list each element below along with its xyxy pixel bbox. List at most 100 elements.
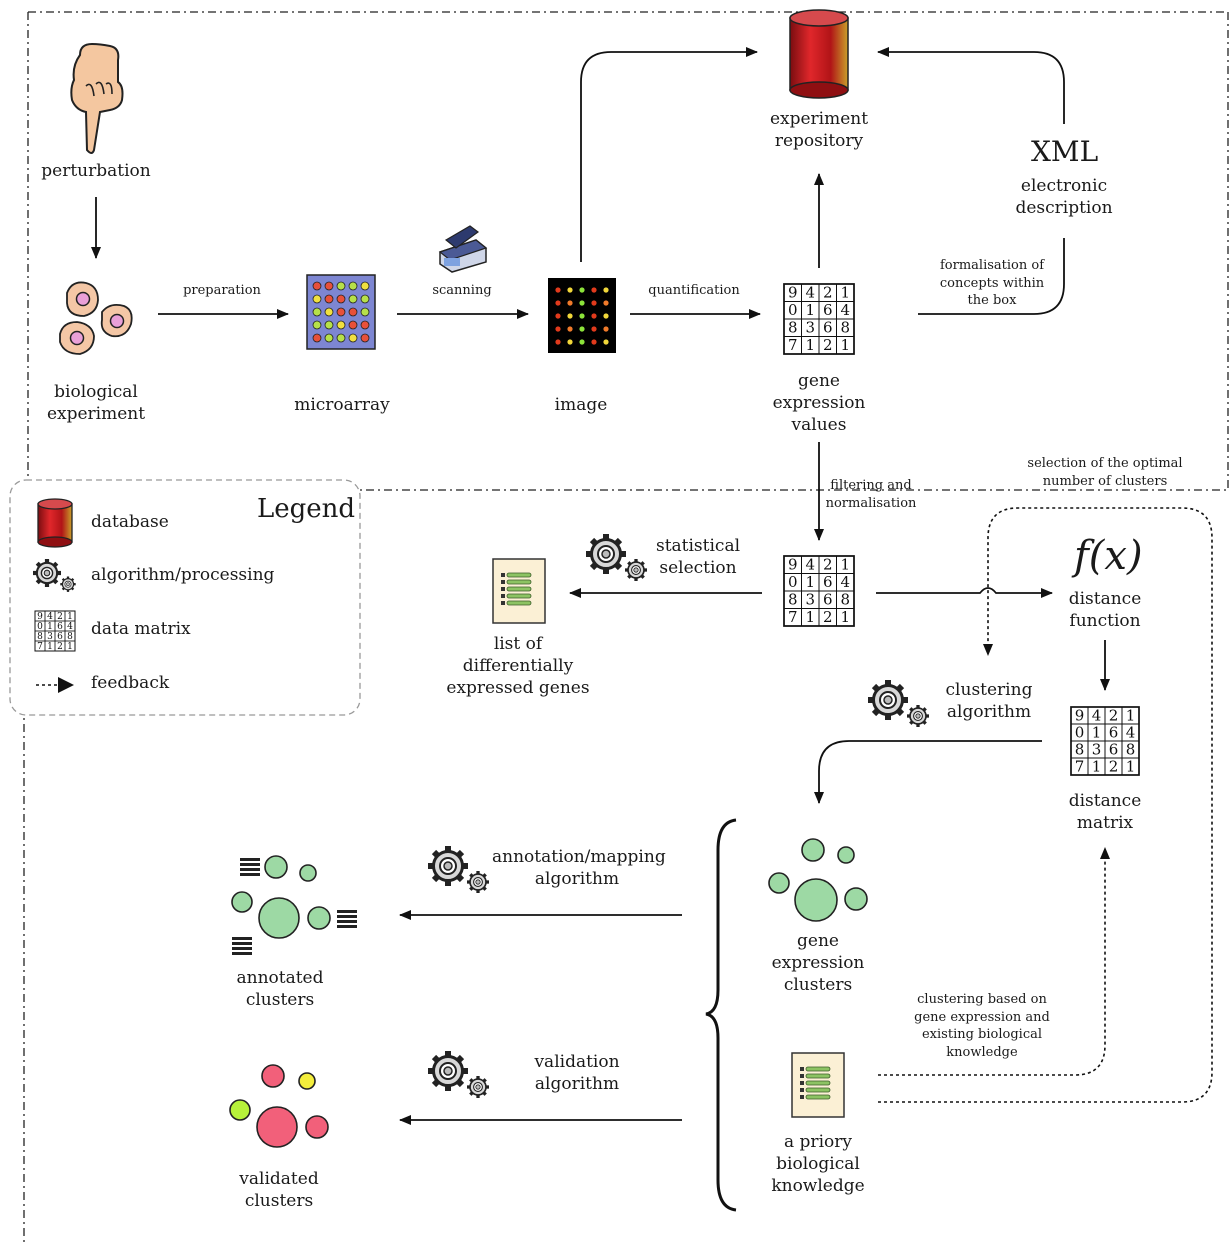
- matrix-cell-value: 1: [67, 612, 73, 622]
- matrix-cell-value: 1: [47, 642, 53, 652]
- matrix-cell-value: 8: [788, 319, 798, 337]
- matrix-cell-value: 8: [840, 591, 850, 609]
- matrix-cell-value: 2: [823, 284, 833, 302]
- perturbation-label: perturbation: [41, 161, 151, 181]
- matrix-cell-value: 8: [1075, 740, 1085, 758]
- matrix-cell-value: 6: [57, 622, 63, 632]
- gene-expression-clusters-icon: [768, 838, 868, 922]
- matrix-cell-value: 4: [1126, 723, 1136, 741]
- matrix-cell-value: 9: [37, 612, 43, 622]
- clustering-based-label: clustering based on gene expression and …: [914, 992, 1050, 1060]
- matrix-cell-value: 9: [788, 284, 798, 302]
- flow-arrows: [91, 47, 1110, 1125]
- matrix-cell-value: 8: [67, 632, 73, 642]
- legend-database-label: database: [91, 512, 169, 532]
- gene-list-label: list of differentially expressed genes: [446, 634, 590, 699]
- matrix-cell-value: 6: [57, 632, 63, 642]
- gene-expression-values-label: gene expression values: [772, 371, 866, 436]
- matrix-cell-value: 8: [37, 632, 43, 642]
- annotated-clusters-icon: [231, 855, 357, 955]
- matrix-cell-value: 1: [1092, 723, 1102, 741]
- matrix-cell-value: 4: [1092, 706, 1102, 724]
- upper-region-border: [23, 11, 1229, 1245]
- matrix-cell-value: 7: [37, 642, 43, 652]
- microarray-label: microarray: [294, 395, 390, 415]
- distance-function-symbol: f(x): [1074, 533, 1143, 579]
- matrix-cell-value: 4: [805, 284, 815, 302]
- legend-algorithm-label: algorithm/processing: [91, 565, 275, 585]
- matrix-cell-value: 1: [805, 336, 815, 354]
- electronic-description-label: electronic description: [1015, 176, 1113, 219]
- matrix-cell-value: 3: [47, 632, 53, 642]
- image-label: image: [554, 395, 608, 415]
- statistical-selection-label: statistical selection: [655, 536, 741, 579]
- matrix-cell-value: 2: [57, 612, 63, 622]
- matrix-cell-value: 3: [805, 319, 815, 337]
- statistical-selection-gears-icon: [586, 534, 647, 581]
- matrix-cell-value: 4: [840, 301, 850, 319]
- matrix-cell-value: 0: [37, 622, 43, 632]
- scanned-image-icon: [548, 278, 616, 353]
- legend-box: [9, 479, 361, 716]
- matrix-cell-value: 1: [805, 608, 815, 626]
- feedback-arrows: [878, 507, 1213, 1103]
- grouping-brace: [705, 818, 737, 1212]
- matrix-cell-value: 7: [1075, 757, 1085, 775]
- xml-label: XML: [1031, 135, 1099, 168]
- distance-matrix-label: distance matrix: [1068, 791, 1142, 834]
- database-icon: [37, 498, 73, 548]
- gene-expression-clusters-label: gene expression clusters: [771, 931, 865, 996]
- matrix-cell-value: 2: [1109, 757, 1119, 775]
- matrix-cell-value: 1: [840, 608, 850, 626]
- selection-optimal-label: selection of the optimal number of clust…: [1027, 456, 1183, 489]
- filtering-label: filtering and normalisation: [825, 478, 917, 511]
- matrix-cell-value: 1: [840, 336, 850, 354]
- matrix-cell-value: 0: [1075, 723, 1085, 741]
- matrix-cell-value: 1: [1126, 757, 1136, 775]
- matrix-cell-value: 1: [805, 301, 815, 319]
- matrix-cell-value: 4: [67, 622, 73, 632]
- matrix-cell-value: 6: [823, 319, 833, 337]
- matrix-cell-value: 8: [788, 591, 798, 609]
- distance-function-label: distance function: [1068, 589, 1142, 632]
- validated-clusters-label: validated clusters: [239, 1169, 319, 1212]
- matrix-cell-value: 1: [1126, 706, 1136, 724]
- clustering-algorithm-label: clustering algorithm: [945, 680, 1033, 723]
- legend-title: Legend: [257, 494, 356, 524]
- matrix-cell-value: 1: [840, 556, 850, 574]
- matrix-cell-value: 9: [1075, 706, 1085, 724]
- annotated-clusters-label: annotated clusters: [236, 968, 324, 1011]
- biological-experiment-label: biological experiment: [46, 382, 146, 425]
- matrix-cell-value: 6: [823, 573, 833, 591]
- matrix-cell-value: 2: [823, 556, 833, 574]
- matrix-cell-value: 0: [788, 301, 798, 319]
- matrix-cell-value: 2: [823, 608, 833, 626]
- matrix-cell-value: 6: [1109, 740, 1119, 758]
- knowledge-document-icon: [791, 1052, 845, 1118]
- matrix-cell-value: 2: [1109, 706, 1119, 724]
- microarray-icon: [306, 274, 376, 350]
- matrix-cell-value: 0: [788, 573, 798, 591]
- legend-feedback-label: feedback: [91, 673, 170, 693]
- matrix-cell-value: 6: [823, 301, 833, 319]
- scanner-icon: [438, 225, 488, 273]
- matrix-cell-value: 1: [1092, 757, 1102, 775]
- matrix-cell-value: 8: [840, 319, 850, 337]
- matrix-cell-value: 7: [788, 336, 798, 354]
- matrix-cell-value: 3: [805, 591, 815, 609]
- matrix-cell-value: 1: [67, 642, 73, 652]
- validation-label: validation algorithm: [534, 1052, 620, 1095]
- validation-gears-icon: [428, 1051, 489, 1098]
- matrix-cell-value: 4: [840, 573, 850, 591]
- matrix-cell-value: 2: [823, 336, 833, 354]
- matrix-cell-value: 4: [47, 612, 53, 622]
- quantification-label: quantification: [648, 283, 740, 298]
- legend-matrix-label: data matrix: [91, 619, 191, 639]
- matrix-cell-value: 3: [1092, 740, 1102, 758]
- matrix-cell-value: 9: [788, 556, 798, 574]
- clustering-gears-icon: [868, 680, 929, 727]
